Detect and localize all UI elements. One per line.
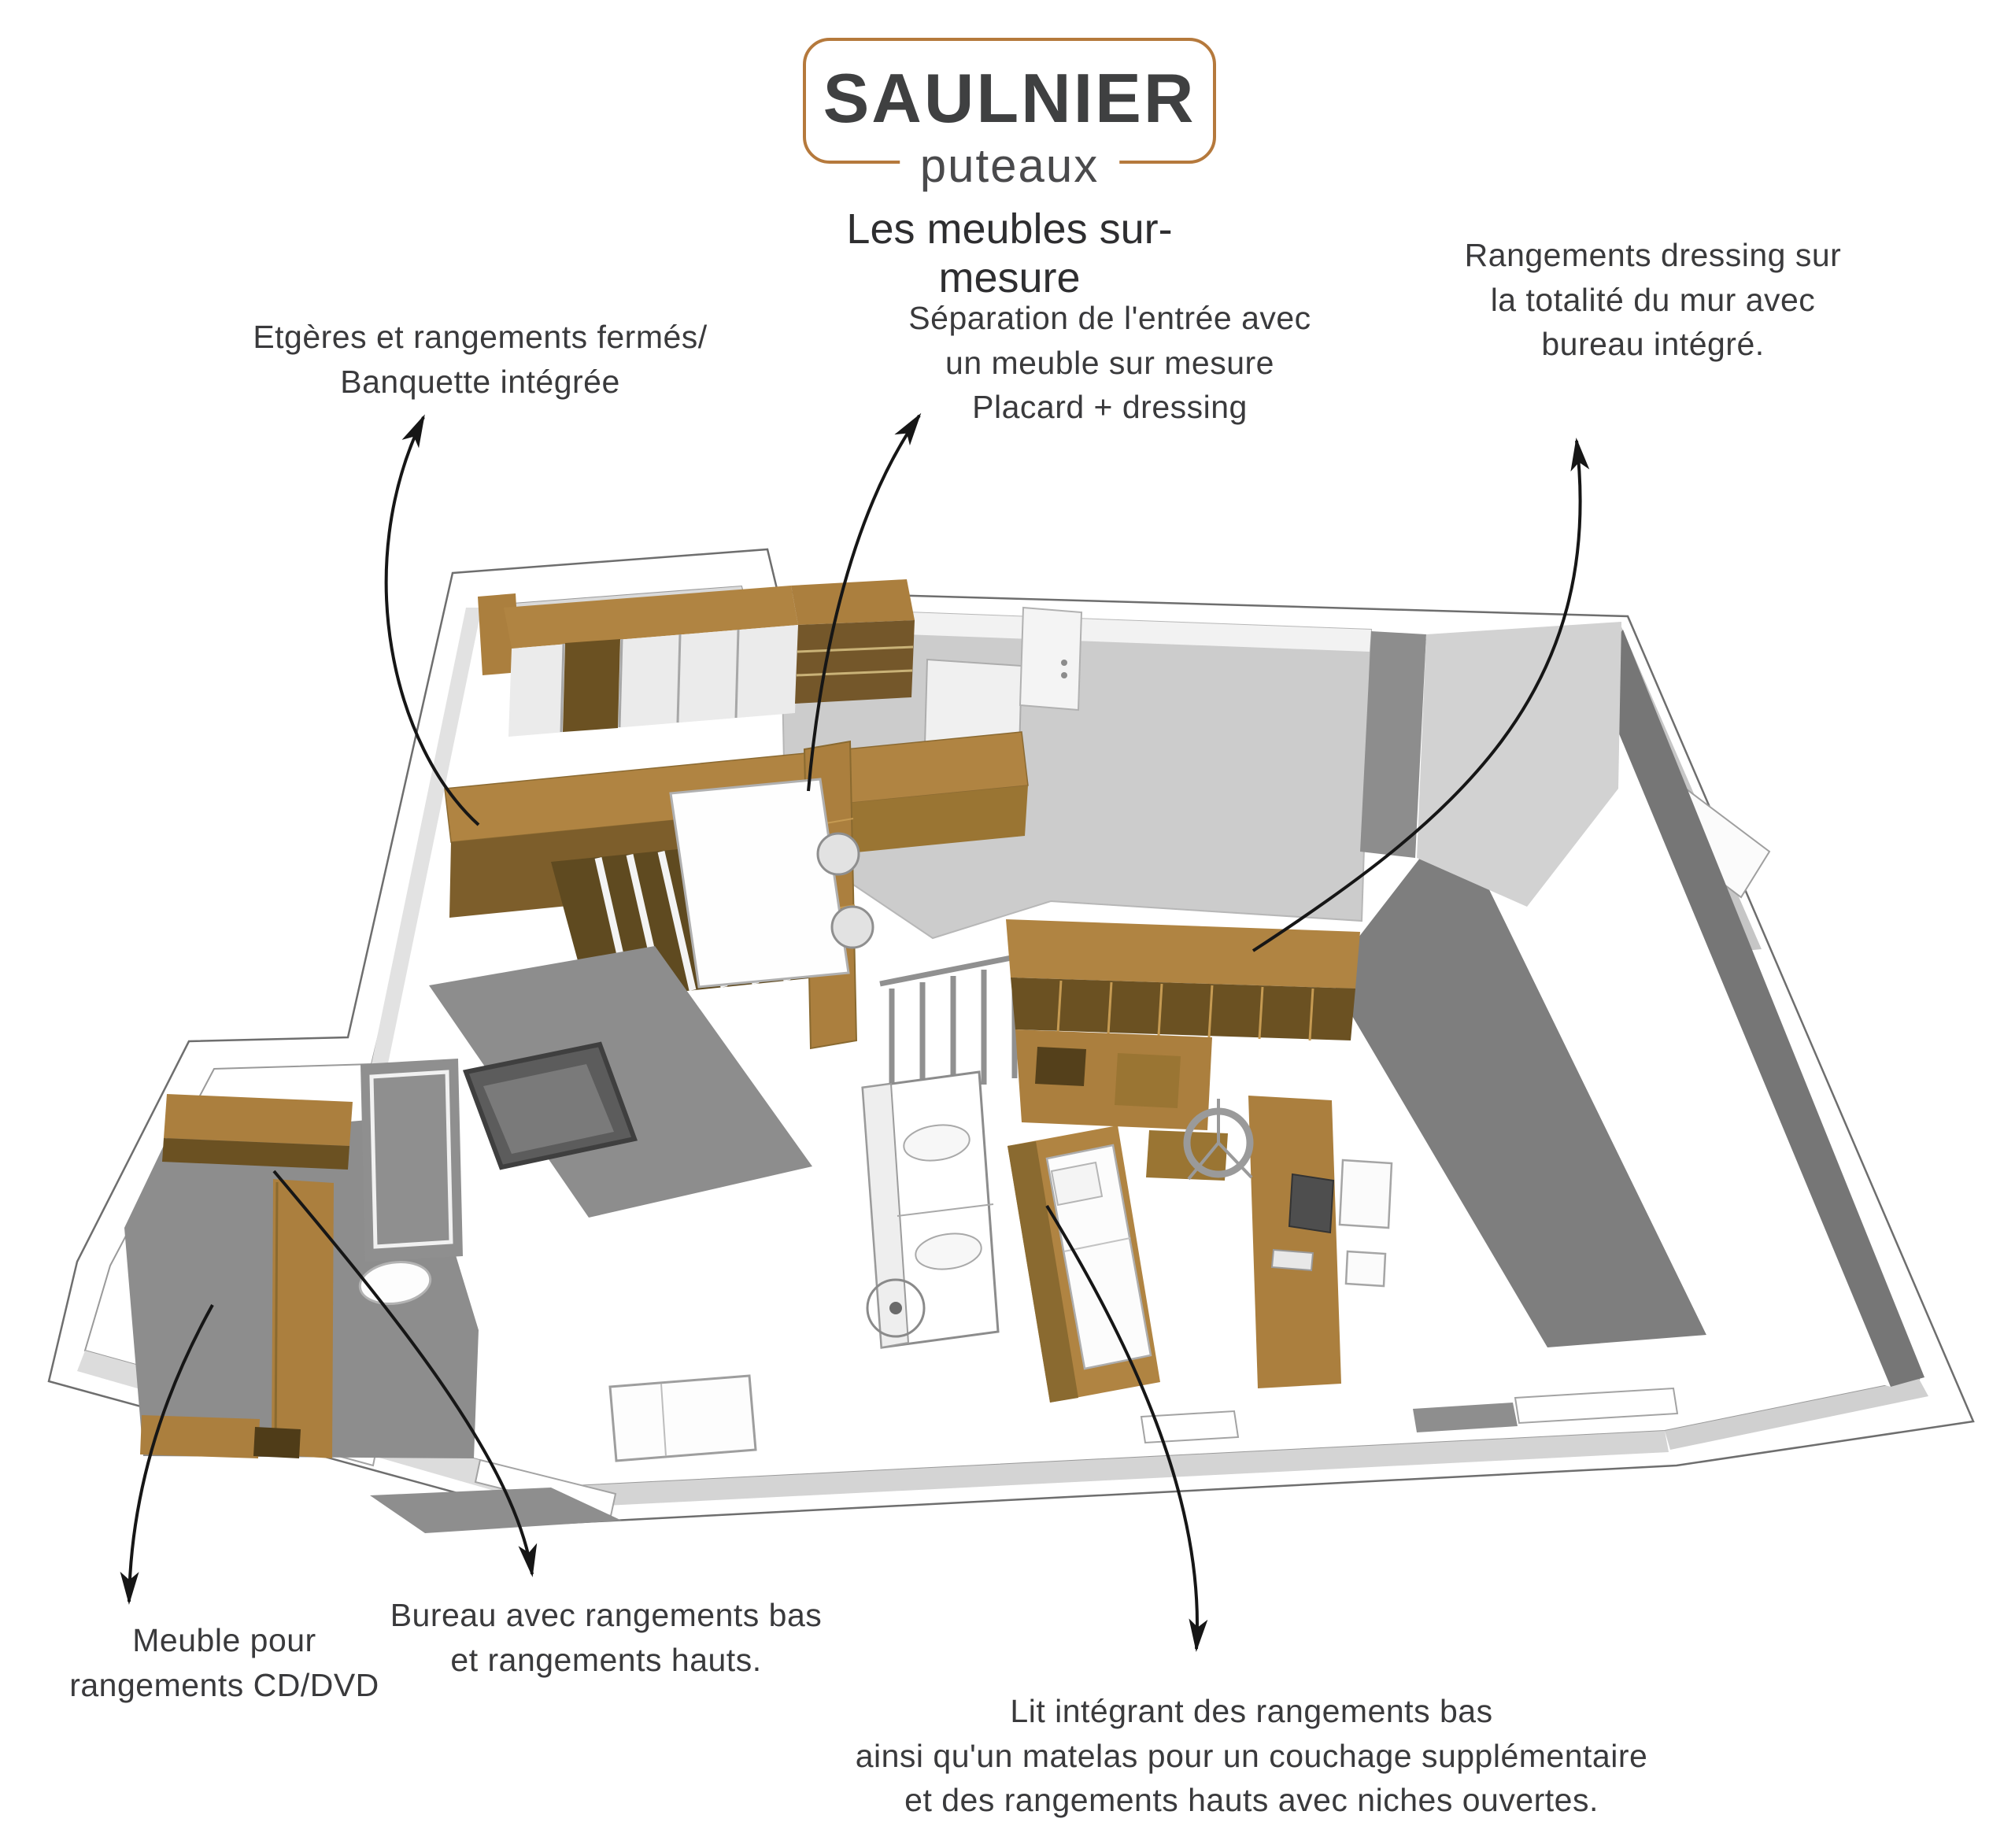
media-console [608,1374,757,1462]
logo-frame: SAULNIER puteaux [803,38,1216,192]
bathroom-door [360,1059,463,1262]
arrow-to-separation-icon [807,412,922,792]
furniture-bed-storage [1008,1125,1160,1403]
window-opening [1514,1387,1679,1425]
sofa [861,1070,1000,1349]
right-rooms [1030,623,1924,1387]
label-separation-entree: Séparation de l'entrée avec un meuble su… [908,300,1311,426]
label-meuble-cd-dvd: Meuble pour rangements CD/DVD [69,1622,379,1703]
arrow-to-lit-icon [1045,1204,1208,1652]
label-shelves-banquette: Etgères et rangements fermés/ Banquette … [253,319,708,400]
logo-tagline: Les meubles sur-mesure [846,205,1173,301]
arrow-to-dressing-icon [1252,438,1590,952]
furniture-bureau [272,1179,334,1458]
logo-brand-name: SAULNIER [823,59,1196,137]
arrow-to-cd-dvd-icon [120,1304,214,1605]
dining-table [669,778,874,989]
label-lit-rangements: Lit intégrant des rangements bas ainsi q… [855,1693,1648,1819]
logo-city: puteaux [899,140,1120,192]
wing-room [124,1059,479,1458]
label-bureau-rangements: Bureau avec rangements bas et rangements… [390,1597,823,1678]
front-door [1019,606,1083,711]
entry-bathroom-walls [779,606,1621,940]
window-opening [1140,1410,1240,1444]
rug-and-tv [429,946,812,1218]
logo: SAULNIER puteaux Les meubles sur-mesure [803,38,1216,302]
arrow-to-shelves-icon [384,414,480,826]
furniture-dressing-desk [1006,919,1393,1388]
floor-lamp [866,1278,926,1338]
arrow-to-bureau-icon [272,1170,538,1577]
sink [358,1261,432,1305]
label-rangements-dressing: Rangements dressing sur la totalité du m… [1464,237,1842,363]
furniture-cd-dvd [140,1415,260,1458]
leader-arrows [120,412,1590,1652]
